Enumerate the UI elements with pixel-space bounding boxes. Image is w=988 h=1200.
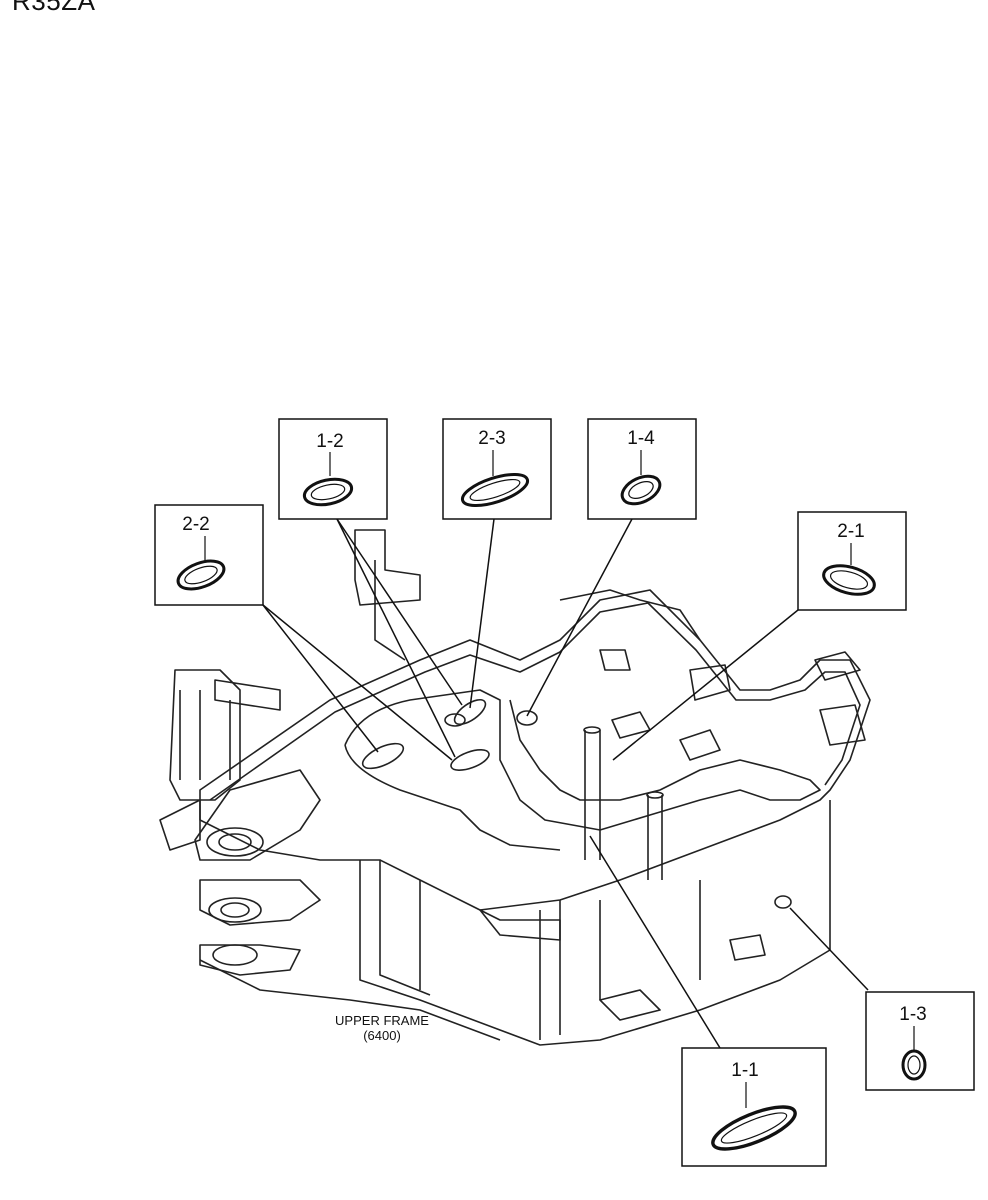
upper-frame-drawing bbox=[159, 529, 871, 1046]
callout-label: 1-4 bbox=[627, 428, 655, 449]
callout-2-3: 2-3 bbox=[442, 418, 552, 520]
callout-1-1: 1-1 bbox=[681, 1047, 827, 1167]
grommet-icon bbox=[620, 474, 662, 506]
grommet-icon bbox=[176, 559, 226, 591]
callout-label: 1-1 bbox=[731, 1060, 758, 1081]
callout-1-3: 1-3 bbox=[865, 991, 975, 1091]
grommet-icon bbox=[460, 472, 530, 508]
callout-label: 1-2 bbox=[316, 431, 343, 452]
frame-name: UPPER FRAME bbox=[335, 1013, 429, 1028]
leader-lines bbox=[262, 518, 869, 1049]
callout-label: 1-3 bbox=[899, 1004, 926, 1025]
grommet-icon bbox=[302, 477, 354, 507]
callout-1-2: 1-2 bbox=[278, 418, 388, 520]
callout-1-4: 1-4 bbox=[587, 418, 697, 520]
callout-label: 2-1 bbox=[837, 521, 864, 542]
grommet-icon bbox=[822, 564, 876, 596]
model-code: R35ZA bbox=[12, 0, 96, 16]
grommet-icon bbox=[711, 1105, 797, 1151]
frame-part-number: (6400) bbox=[363, 1028, 401, 1043]
callout-2-2: 2-2 bbox=[154, 504, 264, 606]
callout-label: 2-2 bbox=[182, 514, 209, 535]
callout-2-1: 2-1 bbox=[797, 511, 907, 611]
ring-icon bbox=[901, 1049, 927, 1081]
callout-label: 2-3 bbox=[478, 428, 505, 449]
